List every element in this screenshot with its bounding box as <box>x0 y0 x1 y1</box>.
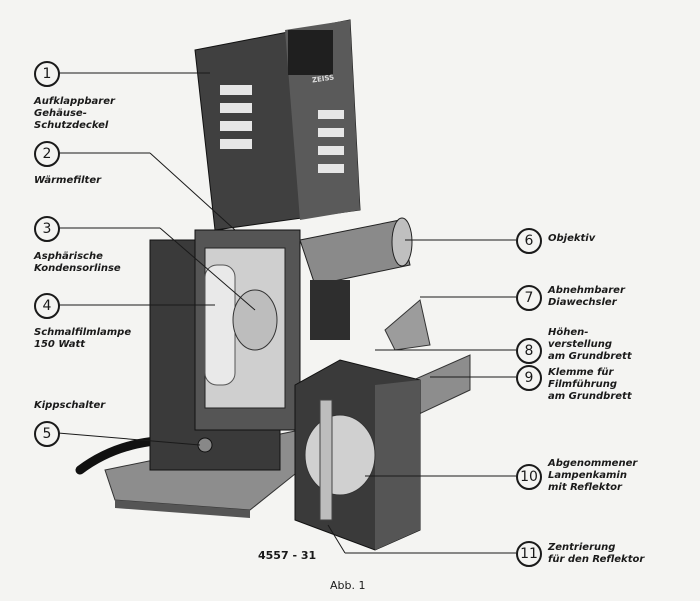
callout-number: 6 <box>516 228 542 254</box>
callout-label: Wärmefilter <box>34 175 102 186</box>
callout-number: 1 <box>34 61 60 87</box>
callout-number: 9 <box>516 365 542 391</box>
callout-number: 8 <box>516 338 542 364</box>
callout-label: Objektiv <box>548 233 596 244</box>
callout-label: Zentrierung für den Reflektor <box>548 542 645 565</box>
callout-label: Schmalfilmlampe 150 Watt <box>34 327 132 350</box>
callout-number: 3 <box>34 216 60 242</box>
callout-label: Abnehmbarer Diawechsler <box>548 285 625 308</box>
callout-label: Asphärische Kondensorlinse <box>34 251 121 274</box>
callout-number: 5 <box>34 421 60 447</box>
callout-label: Kippschalter <box>34 400 106 411</box>
callout-label: Abgenommener Lampenkamin mit Reflektor <box>548 458 638 493</box>
callout-number: 10 <box>516 464 542 490</box>
callout-label: Höhen- verstellung am Grundbrett <box>548 327 632 362</box>
callout-number: 2 <box>34 141 60 167</box>
callout-label: Klemme für Filmführung am Grundbrett <box>548 367 632 402</box>
callout-label: Aufklappbarer Gehäuse- Schutzdeckel <box>34 96 115 131</box>
figure-code: 4557 - 31 <box>258 549 317 562</box>
callout-number: 7 <box>516 285 542 311</box>
figure-caption: Abb. 1 <box>330 579 366 592</box>
callout-number: 4 <box>34 293 60 319</box>
callout-number: 11 <box>516 541 542 567</box>
